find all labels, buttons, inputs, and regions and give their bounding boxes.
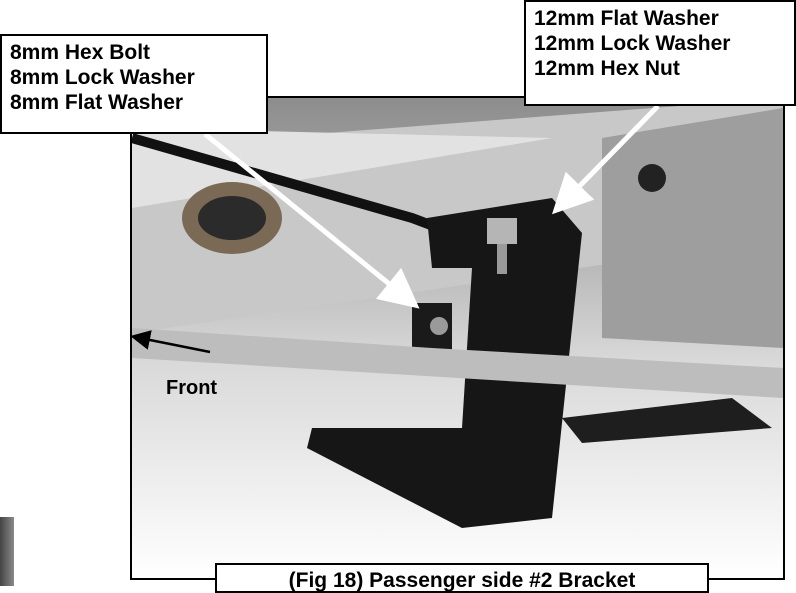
bracket-foot <box>562 398 772 443</box>
wheel-well <box>602 108 783 348</box>
callout-line: 8mm Hex Bolt <box>10 41 151 64</box>
stud <box>497 244 507 274</box>
body-hole <box>638 164 666 192</box>
callout-line: 8mm Lock Washer <box>10 66 195 89</box>
callout-line: 12mm Hex Nut <box>534 57 680 80</box>
lower-rail <box>132 328 783 398</box>
bracket <box>307 198 582 528</box>
cropped-photo-edge <box>0 517 14 586</box>
callout-line: 12mm Flat Washer <box>534 7 719 30</box>
oval-opening-inner <box>198 196 266 240</box>
right-hardware-callout: 12mm Flat Washer 12mm Lock Washer 12mm H… <box>524 0 796 106</box>
callout-line: 8mm Flat Washer <box>10 91 184 114</box>
front-label: Front <box>166 377 218 399</box>
figure-caption: (Fig 18) Passenger side #2 Bracket <box>215 563 709 593</box>
hex-bolt <box>430 317 448 335</box>
left-hardware-callout: 8mm Hex Bolt 8mm Lock Washer 8mm Flat Wa… <box>0 34 268 134</box>
hex-nut <box>487 218 517 244</box>
bracket-photo <box>130 96 785 580</box>
callout-line: 12mm Lock Washer <box>534 32 731 55</box>
photo-illustration <box>132 98 783 528</box>
